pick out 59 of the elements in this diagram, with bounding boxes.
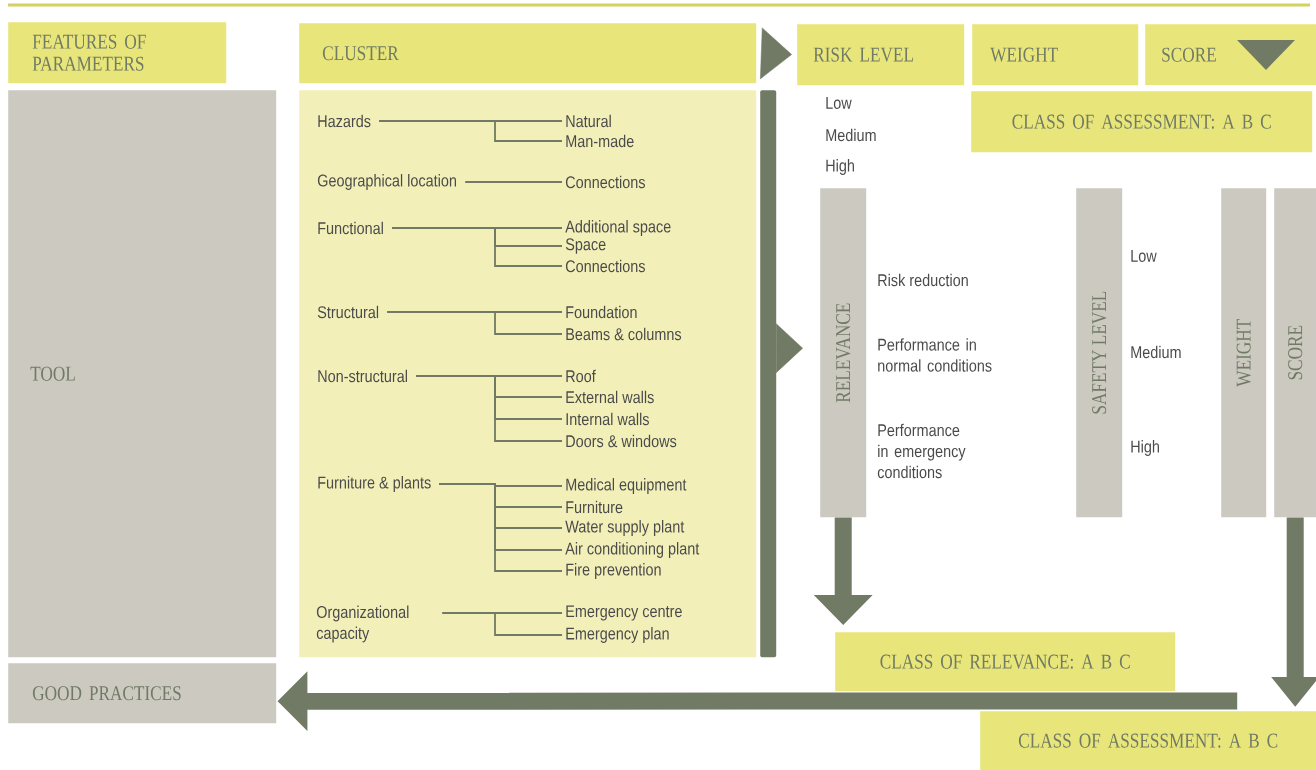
subcategory-text: Roof (566, 369, 596, 383)
subcategory-text: Fire prevention (566, 563, 661, 579)
subcategory-text: Emergency plan (566, 627, 669, 643)
category-text: Structural (317, 305, 379, 319)
level-text: Medium (826, 128, 876, 142)
header-box: FEATURES OF PARAMETERS (8, 22, 227, 84)
subcategory-text: Medical equipment (566, 478, 687, 494)
category-text: Non-structural (318, 369, 407, 383)
level-text: High (1131, 440, 1159, 456)
level-text: Medium (1131, 345, 1181, 359)
subcategory-text: Beams & columns (566, 327, 682, 341)
connector-line (441, 612, 563, 636)
category-text: Furniture & plants (318, 476, 431, 492)
subcategory-text: Water supply plant (565, 520, 685, 536)
subcategory-text: Additional space (565, 220, 671, 236)
connector-line (438, 483, 563, 572)
subcategory-text: Internal walls (566, 412, 649, 426)
level-text: High (826, 159, 854, 175)
subcategory-text: Natural (566, 114, 611, 128)
result-box: CLASS OF RELEVANCE: A B C (835, 632, 1176, 692)
connector-line (386, 311, 563, 335)
subcategory-text: Connections (565, 259, 645, 273)
vertical-bar: RELEVANCE (820, 188, 867, 518)
header-box: CLUSTER (299, 23, 757, 84)
header-box: RISK LEVEL (797, 24, 965, 86)
vertical-bar: SCORE (1274, 188, 1316, 518)
category-text: Organizational capacity (316, 605, 409, 643)
side-panel: TOOL (8, 90, 277, 658)
side-panel: GOOD PRACTICES (8, 663, 277, 724)
category-text: Hazards (318, 114, 371, 128)
subcategory-text: Foundation (566, 305, 637, 319)
arrow (760, 27, 792, 80)
header-box: SCORE (1145, 24, 1316, 86)
subcategory-text: Air conditioning plant (565, 542, 700, 558)
level-text: Performance in normal conditions (878, 338, 992, 372)
subcategory-text: External walls (566, 390, 654, 404)
level-text: Low (826, 97, 852, 109)
subcategory-text: Connections (565, 175, 645, 189)
result-box: CLASS OF ASSESSMENT: A B C (980, 711, 1316, 770)
criterion-text: Risk reduction (878, 273, 968, 287)
connector-line (464, 181, 563, 183)
vertical-bar: SAFETY LEVEL (1076, 188, 1123, 518)
subcategory-text: Furniture (566, 500, 623, 514)
subcategory-text: Doors & windows (566, 434, 677, 448)
arrow (775, 323, 803, 373)
subcategory-text: Space (565, 238, 606, 254)
connector-line (415, 375, 563, 442)
connector-line (391, 227, 563, 267)
header-box: WEIGHT (972, 24, 1139, 86)
subcategory-text: Emergency centre (566, 605, 682, 621)
category-text: Functional (318, 221, 383, 235)
result-box: CLASS OF ASSESSMENT: A B C (971, 91, 1313, 153)
level-text: Low (1131, 250, 1157, 262)
level-text: Performance in emergency conditions (877, 423, 966, 479)
subcategory-text: Man-made (566, 134, 634, 148)
connector-line (378, 120, 563, 142)
vertical-bar: WEIGHT (1221, 188, 1267, 518)
cluster-panel (299, 90, 757, 658)
category-text: Geographical location (317, 174, 456, 190)
